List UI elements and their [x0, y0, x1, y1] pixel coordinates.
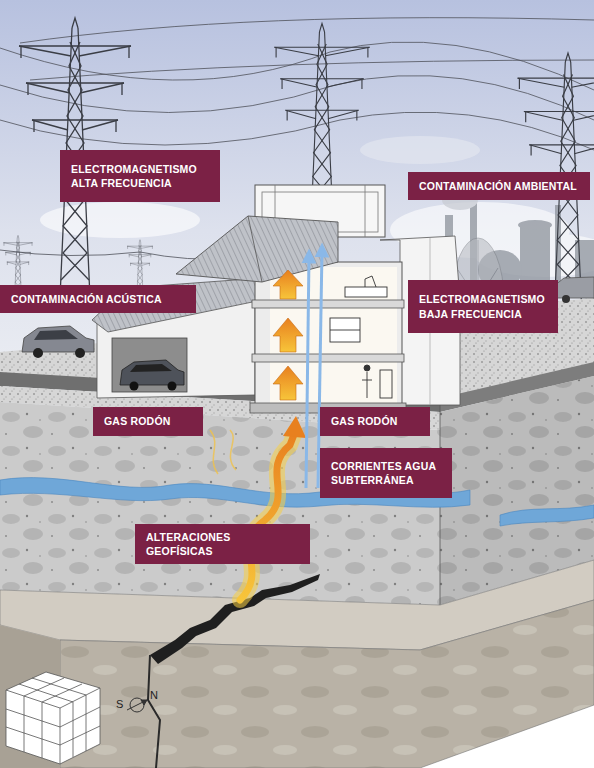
power-lines: [30, 60, 594, 80]
energy-arrows: [306, 256, 309, 488]
hazard-label: CORRIENTES AGUA SUBTERRÁNEA: [320, 448, 452, 498]
energy-arrows: [273, 270, 303, 299]
house: [345, 287, 387, 297]
hazard-label: GAS RODÓN: [320, 407, 430, 436]
compass: [127, 698, 147, 712]
orientation-cube: [19, 678, 86, 702]
factory: [518, 220, 552, 230]
hazard-label: CONTAMINACIÓN AMBIENTAL: [408, 172, 590, 200]
hazard-label: CONTAMINACIÓN ACÚSTICA: [0, 285, 196, 313]
house: [248, 216, 262, 282]
compass-letter: S: [116, 699, 123, 710]
cars: [33, 348, 43, 358]
cars: [34, 330, 78, 340]
energy-arrows: [210, 430, 236, 474]
house: [176, 216, 338, 282]
label-text: GAS RODÓN: [104, 414, 192, 428]
house: [362, 372, 372, 398]
fault-crack: [148, 655, 160, 768]
cars: [562, 295, 570, 303]
orientation-cube: [6, 688, 100, 764]
hazard-label: GAS RODÓN: [93, 407, 203, 436]
house: [365, 185, 366, 237]
house: [270, 362, 397, 403]
cars: [552, 277, 594, 298]
underground-water: [500, 505, 594, 526]
label-text: GAS RODÓN: [331, 414, 419, 428]
house: [252, 354, 404, 362]
orientation-cube: [6, 672, 100, 764]
hazard-label: ALTERACIONES GEOFÍSICAS: [135, 524, 310, 564]
label-text: ALTERACIONES GEOFÍSICAS: [146, 530, 299, 558]
house: [364, 365, 370, 371]
cars: [75, 348, 85, 358]
orientation-cube: [24, 695, 86, 758]
compass: [127, 700, 147, 710]
house: [330, 276, 392, 398]
energy-arrows: [240, 432, 295, 600]
underground-water: [0, 478, 594, 526]
hazard-label: ELECTROMAGNETISMO ALTA FRECUENCIA: [60, 150, 220, 202]
hazard-label: ELECTROMAGNETISMO BAJA FRECUENCIA: [408, 280, 558, 333]
power-lines: [0, 112, 594, 150]
house: [380, 370, 392, 398]
cars: [130, 364, 172, 372]
house: [112, 338, 187, 392]
energy-arrows: [283, 416, 306, 438]
clouds: [360, 136, 480, 164]
house: [252, 300, 404, 308]
house: [255, 262, 402, 412]
ground-block: [60, 600, 594, 768]
fault-crack: [150, 574, 320, 664]
compass-letter: N: [150, 690, 158, 701]
energy-arrows: [273, 366, 303, 400]
label-text: ELECTROMAGNETISMO ALTA FRECUENCIA: [71, 162, 209, 190]
label-text: CORRIENTES AGUA SUBTERRÁNEA: [331, 459, 441, 487]
house: [270, 267, 397, 300]
cars: [22, 326, 94, 352]
energy-arrows: [240, 432, 295, 600]
cars: [120, 360, 184, 385]
house: [330, 330, 360, 331]
cars: [168, 382, 177, 391]
house: [365, 276, 376, 287]
compass: [141, 700, 147, 705]
sky: [0, 0, 594, 420]
cars: [130, 382, 139, 391]
label-text: CONTAMINACIÓN ACÚSTICA: [11, 292, 185, 306]
label-text: ELECTROMAGNETISMO BAJA FRECUENCIA: [419, 292, 547, 320]
house: [270, 308, 397, 354]
ground-block: [0, 298, 594, 768]
factory: [520, 225, 550, 285]
energy-arrows: [273, 318, 303, 352]
house: [330, 318, 360, 342]
power-pylons: [3, 18, 594, 308]
orientation-cube: [6, 672, 100, 764]
label-text: CONTAMINACIÓN AMBIENTAL: [419, 179, 579, 193]
power-lines: [20, 18, 594, 43]
